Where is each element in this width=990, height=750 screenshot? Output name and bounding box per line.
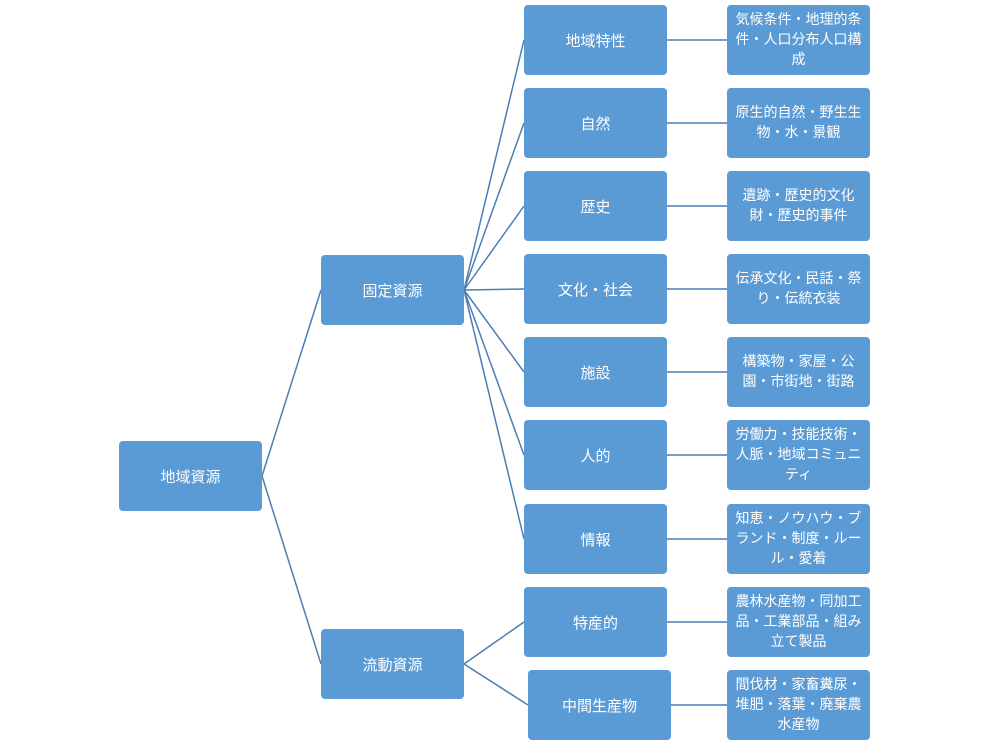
detail-text: 構築物・家屋・公園・市街地・街路	[742, 354, 855, 390]
category-node: 自然	[524, 88, 667, 158]
category-node: 情報	[524, 504, 667, 574]
detail-text: 遺跡・歴史的文化財・歴史的事件	[742, 188, 855, 224]
connector-group-category	[463, 289, 525, 373]
group-label: 固定資源	[362, 281, 423, 300]
category-label: 自然	[580, 114, 611, 133]
category-label: 歴史	[580, 197, 611, 216]
detail-node: 間伐材・家畜糞尿・堆肥・落葉・廃棄農水産物	[727, 670, 870, 740]
detail-node: 農林水産物・同加工品・工業部品・組み立て製品	[727, 587, 870, 657]
category-node: 地域特性	[524, 5, 667, 75]
category-label: 施設	[580, 363, 611, 382]
detail-node: 労働力・技能技術・人脈・地域コミュニティ	[727, 420, 870, 490]
detail-node: 伝承文化・民話・祭り・伝統衣装	[727, 254, 870, 324]
category-node: 文化・社会	[524, 254, 667, 324]
group-label: 流動資源	[362, 655, 423, 674]
connector-root-flow	[261, 475, 322, 665]
detail-text: 労働力・技能技術・人脈・地域コミュニティ	[735, 427, 862, 483]
category-label: 人的	[580, 446, 611, 465]
connector-group-category	[463, 205, 525, 291]
connector-group-category	[463, 289, 525, 540]
category-label: 中間生産物	[561, 696, 637, 715]
category-label: 特産的	[572, 613, 618, 632]
detail-node: 遺跡・歴史的文化財・歴史的事件	[727, 171, 870, 241]
category-node: 施設	[524, 337, 667, 407]
category-node: 中間生産物	[528, 670, 671, 740]
category-label: 文化・社会	[557, 280, 633, 299]
group-node-fixed: 固定資源	[321, 255, 464, 325]
root-node: 地域資源	[119, 441, 262, 511]
category-node: 歴史	[524, 171, 667, 241]
connector-group-category	[463, 122, 525, 291]
detail-text: 農林水産物・同加工品・工業部品・組み立て製品	[735, 594, 862, 650]
detail-node: 気候条件・地理的条件・人口分布人口構成	[727, 5, 870, 75]
detail-node: 知恵・ノウハウ・ブランド・制度・ルール・愛着	[727, 504, 870, 574]
connector-group-category	[463, 288, 525, 291]
connector-group-category	[463, 39, 525, 291]
detail-node: 構築物・家屋・公園・市街地・街路	[727, 337, 870, 407]
connector-group-category	[463, 663, 529, 706]
group-node-flow: 流動資源	[321, 629, 464, 699]
detail-text: 原生的自然・野生生物・水・景観	[735, 105, 862, 141]
category-label: 地域特性	[565, 31, 626, 50]
detail-text: 伝承文化・民話・祭り・伝統衣装	[735, 271, 862, 307]
root-label: 地域資源	[160, 467, 221, 486]
connector-root-fixed	[261, 289, 322, 477]
category-node: 人的	[524, 420, 667, 490]
connector-group-category	[463, 289, 525, 456]
detail-node: 原生的自然・野生生物・水・景観	[727, 88, 870, 158]
category-label: 情報	[580, 530, 611, 549]
detail-text: 気候条件・地理的条件・人口分布人口構成	[735, 12, 862, 68]
detail-text: 間伐材・家畜糞尿・堆肥・落葉・廃棄農水産物	[735, 677, 862, 733]
connector-group-category	[463, 621, 525, 665]
category-node: 特産的	[524, 587, 667, 657]
detail-text: 知恵・ノウハウ・ブランド・制度・ルール・愛着	[735, 511, 862, 567]
